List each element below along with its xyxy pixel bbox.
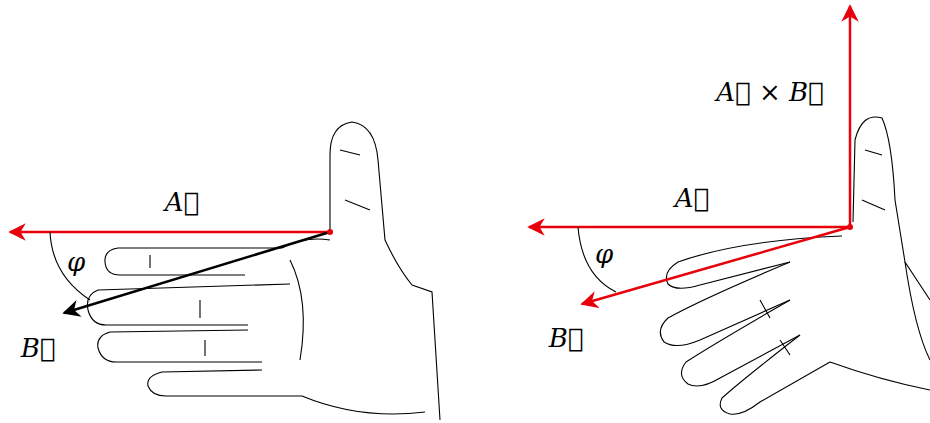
vector-label: A⃗ × B⃗ — [714, 78, 825, 107]
angle-label: φ — [593, 240, 615, 269]
hand-drawing — [660, 117, 930, 414]
vector-label: A⃗ — [673, 184, 711, 213]
origin-dot — [847, 224, 853, 230]
vector-cross-product — [849, 6, 852, 227]
vector-b — [64, 232, 330, 313]
angle-label: φ — [65, 248, 87, 277]
vector-a — [10, 231, 330, 234]
vector-label: B⃗ — [19, 334, 58, 363]
vector-label: A⃗ — [163, 188, 201, 217]
angle-arc — [50, 232, 90, 300]
vector-a — [529, 226, 850, 229]
vector-label: B⃗ — [547, 324, 586, 353]
hand-drawing — [87, 122, 440, 420]
vector-b — [582, 227, 850, 304]
origin-dot — [327, 229, 333, 235]
angle-arc — [578, 227, 616, 292]
